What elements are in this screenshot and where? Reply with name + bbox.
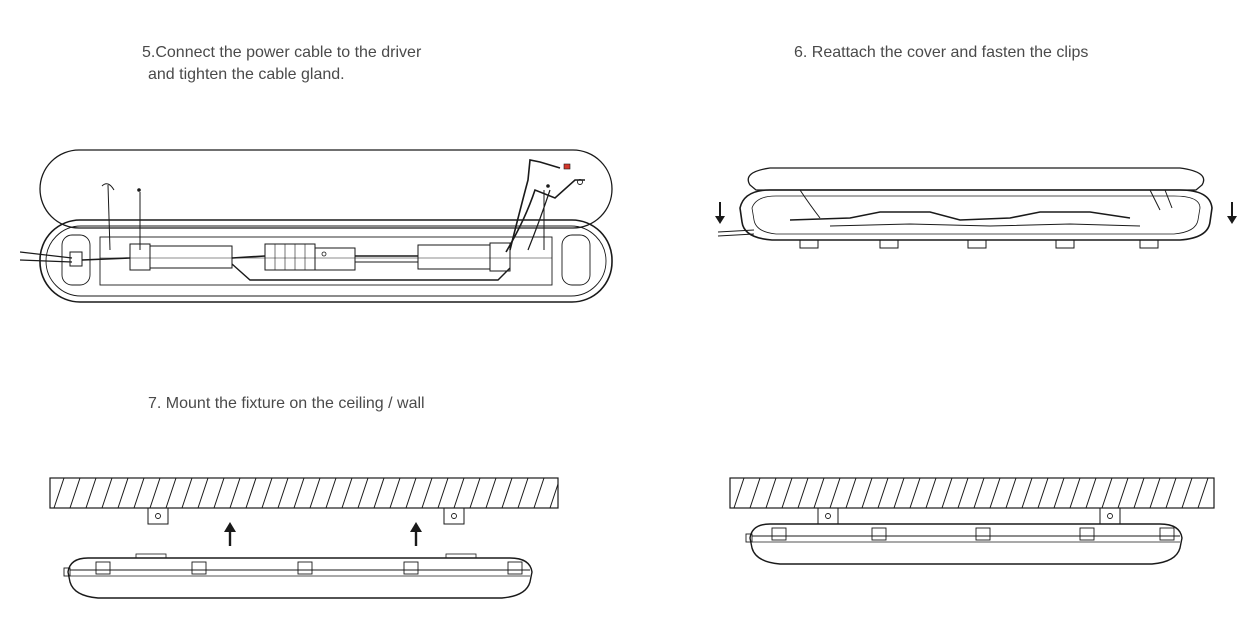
up-arrow-icon [224,522,236,546]
step5-caption: 5.Connect the power cable to the driver … [142,42,421,86]
cover-reattach-illustration [710,160,1240,270]
step5-caption-line2: and tighten the cable gland. [148,66,345,83]
fixture-housing [39,219,613,303]
sensor-module [314,247,356,271]
mounting-bracket [147,507,169,525]
up-arrow-icon [410,522,422,546]
mounted-fixture-illustration [720,470,1220,585]
down-arrow-icon [715,202,725,224]
fixture-body [63,553,533,599]
ceiling-surface [729,477,1215,509]
mount-fixture-illustration [40,470,560,605]
detached-cover [39,149,613,229]
ceiling-surface [49,477,559,509]
driver-left [149,245,233,269]
fixture-cover [747,167,1205,191]
mounting-bracket [443,507,465,525]
fixture-body [745,523,1183,565]
fixture-housing [739,189,1213,241]
step5-caption-line1: 5.Connect the power cable to the driver [142,44,422,61]
mounting-bracket [1099,507,1121,525]
step7-caption: 7. Mount the fixture on the ceiling / wa… [148,395,425,412]
mounting-bracket [817,507,839,525]
driver-right [417,244,491,270]
step6-caption: 6. Reattach the cover and fasten the cli… [794,44,1089,61]
down-arrow-icon [1227,202,1237,224]
open-fixture-wiring-illustration [20,140,620,315]
terminal-block [264,243,316,271]
cable-gland [69,251,83,267]
